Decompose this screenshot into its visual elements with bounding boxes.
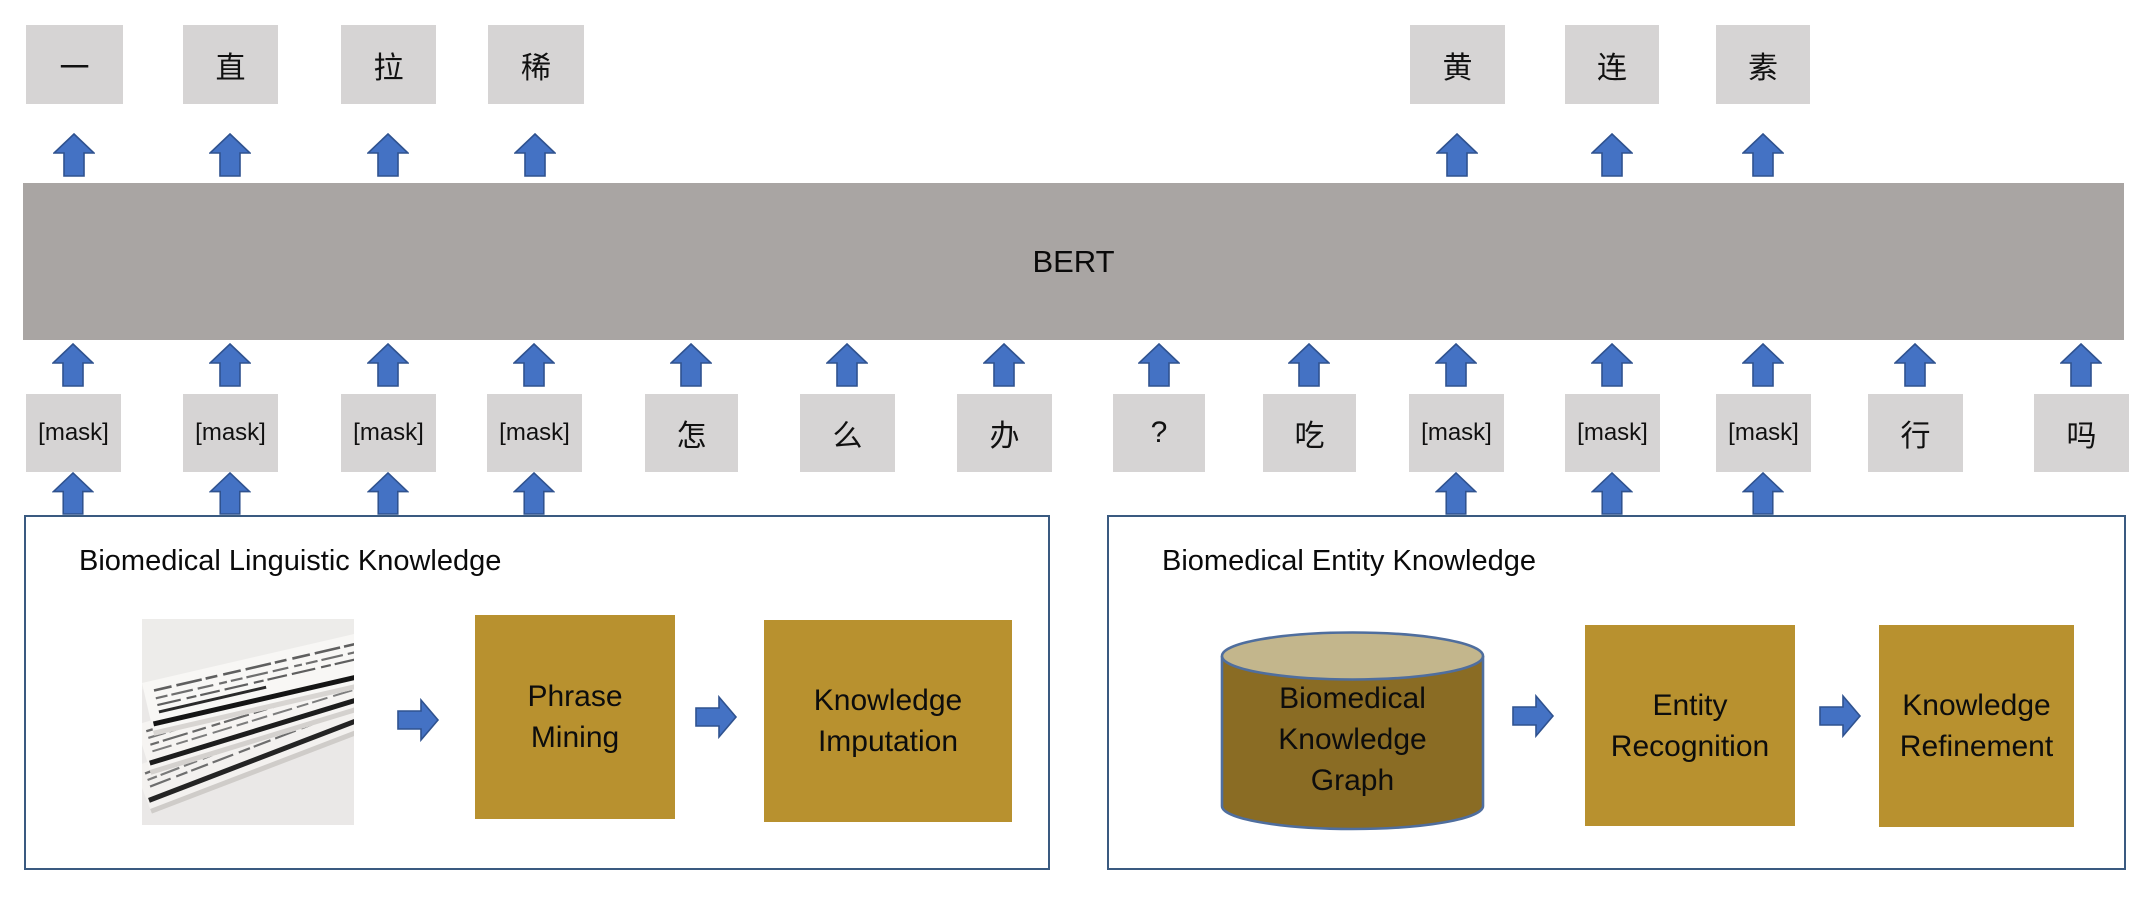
right-arrow-icon <box>1512 695 1554 737</box>
input-token-box: 吃 <box>1263 394 1356 472</box>
input-token-box-mask: [mask] <box>26 394 121 472</box>
up-arrow-icon <box>983 343 1025 387</box>
predicted-token-box: 稀 <box>488 25 584 104</box>
predicted-token-box: 一 <box>26 25 123 104</box>
up-arrow-icon <box>514 133 556 177</box>
entity-recognition-box: Entity Recognition <box>1585 625 1795 826</box>
knowledge-graph-cylinder-icon <box>1220 631 1485 831</box>
biomedical-linguistic-knowledge-panel: Biomedical Linguistic Knowledge <box>24 515 1050 870</box>
up-arrow-icon <box>209 343 251 387</box>
input-token-box-mask: [mask] <box>487 394 582 472</box>
up-arrow-icon <box>670 343 712 387</box>
entity-recognition-label-line1: Entity <box>1652 688 1728 722</box>
bert-model-bar: BERT <box>23 183 2124 340</box>
left-panel-title: Biomedical Linguistic Knowledge <box>79 545 502 577</box>
biomedical-entity-knowledge-panel: Biomedical Entity Knowledge Biomedical K… <box>1107 515 2126 870</box>
up-arrow-icon <box>1742 133 1784 177</box>
input-token-box: 办 <box>957 394 1052 472</box>
up-arrow-icon <box>367 133 409 177</box>
right-arrow-icon <box>397 699 439 741</box>
up-arrow-icon <box>367 343 409 387</box>
input-token-box-mask: [mask] <box>183 394 278 472</box>
knowledge-refinement-label-line1: Knowledge <box>1902 689 2051 722</box>
knowledge-imputation-label-line1: Knowledge <box>813 684 963 717</box>
up-arrow-icon <box>513 343 555 387</box>
input-token-box: 么 <box>800 394 895 472</box>
phrase-mining-box: Phrase Mining <box>475 615 675 819</box>
knowledge-graph-cylinder-label: Biomedical Knowledge Graph <box>1220 678 1485 801</box>
input-token-box: ? <box>1113 394 1205 472</box>
right-panel-title: Biomedical Entity Knowledge <box>1162 545 1536 577</box>
up-arrow-icon <box>1742 343 1784 387</box>
input-token-box-mask: [mask] <box>1409 394 1504 472</box>
up-arrow-icon <box>209 133 251 177</box>
up-arrow-icon <box>52 472 94 515</box>
up-arrow-icon <box>52 343 94 387</box>
up-arrow-icon <box>513 472 555 515</box>
right-arrow-icon <box>695 696 737 738</box>
bert-label: BERT <box>1032 243 1115 279</box>
predicted-token-box: 素 <box>1716 25 1810 104</box>
right-arrow-icon <box>1819 695 1861 737</box>
up-arrow-icon <box>1436 133 1478 177</box>
predicted-token-box: 连 <box>1565 25 1659 104</box>
predicted-token-box: 直 <box>183 25 278 104</box>
up-arrow-icon <box>367 472 409 515</box>
knowledge-imputation-box: Knowledge Imputation <box>764 620 1012 822</box>
input-token-box: 吗 <box>2034 394 2129 472</box>
phrase-mining-label-line2: Mining <box>530 721 620 754</box>
up-arrow-icon <box>1894 343 1936 387</box>
up-arrow-icon <box>53 133 95 177</box>
input-token-box: 行 <box>1868 394 1963 472</box>
input-token-box: 怎 <box>645 394 738 472</box>
cylinder-label-line3: Graph <box>1310 764 1395 797</box>
knowledge-refinement-label-line2: Refinement <box>1899 730 2054 763</box>
input-token-box-mask: [mask] <box>1716 394 1811 472</box>
predicted-token-box: 拉 <box>341 25 436 104</box>
up-arrow-icon <box>1435 472 1477 515</box>
up-arrow-icon <box>1591 472 1633 515</box>
up-arrow-icon <box>1742 472 1784 515</box>
up-arrow-icon <box>1591 133 1633 177</box>
predicted-token-box: 黄 <box>1410 25 1505 104</box>
newspaper-image <box>142 619 354 825</box>
up-arrow-icon <box>826 343 868 387</box>
cylinder-label-line1: Biomedical <box>1279 682 1426 715</box>
up-arrow-icon <box>1138 343 1180 387</box>
input-token-box-mask: [mask] <box>341 394 436 472</box>
knowledge-imputation-label-line2: Imputation <box>817 725 959 758</box>
up-arrow-icon <box>1435 343 1477 387</box>
up-arrow-icon <box>1288 343 1330 387</box>
up-arrow-icon <box>1591 343 1633 387</box>
up-arrow-icon <box>2060 343 2102 387</box>
entity-recognition-label-line2: Recognition <box>1610 729 1770 763</box>
phrase-mining-label-line1: Phrase <box>527 680 623 713</box>
input-token-box-mask: [mask] <box>1565 394 1660 472</box>
cylinder-label-line2: Knowledge <box>1278 723 1427 756</box>
knowledge-refinement-box: Knowledge Refinement <box>1879 625 2074 827</box>
up-arrow-icon <box>209 472 251 515</box>
